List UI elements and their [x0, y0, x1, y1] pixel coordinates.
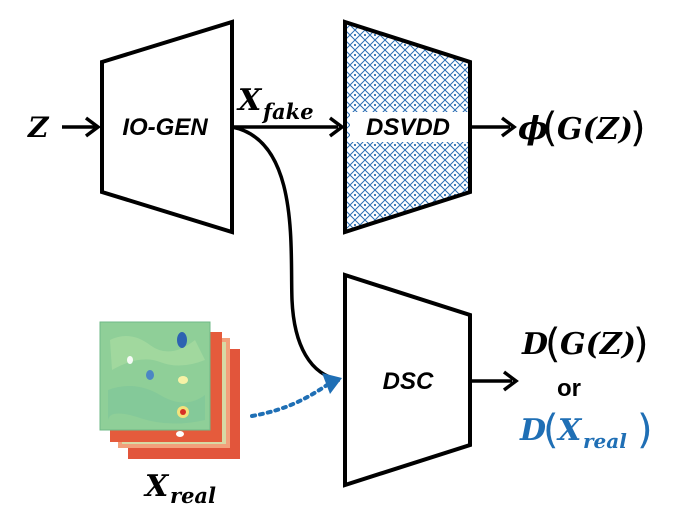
x-fake-label: X [236, 83, 263, 118]
phi-symbol: ϕ [518, 109, 548, 147]
d-real-close-paren: ) [637, 407, 653, 453]
x-real-label: X [143, 469, 170, 504]
d-of-g-prefix: D [521, 327, 548, 362]
x-fake-subscript: fake [261, 99, 314, 124]
d-of-g-open-paren: ( [545, 321, 561, 367]
d-real-x: X [556, 413, 583, 448]
real-to-dsc-dotted-arrow [250, 381, 332, 418]
z-input-label: Z [27, 111, 50, 144]
phi-close-paren: ) [630, 105, 646, 151]
phi-g-of-z: G(Z) [557, 112, 633, 147]
heatmap-stack-icon [99, 321, 240, 459]
phi-open-paren: ( [542, 105, 558, 151]
or-label: or [557, 375, 581, 402]
dsc-label: DSC [383, 368, 434, 395]
real-arrowhead [322, 373, 342, 394]
dsvdd-label-background [350, 112, 468, 142]
d-real-subscript: real [583, 429, 627, 453]
generator-to-dsc-curve [231, 125, 341, 382]
d-of-g-close-paren: ) [633, 321, 649, 367]
d-real-open-paren: ( [543, 407, 559, 453]
dsc-block [343, 272, 472, 488]
io-gen-label: IO-GEN [122, 114, 208, 141]
x-real-subscript: real [170, 483, 216, 508]
dsvdd-label: DSVDD [366, 114, 450, 141]
d-of-g-inner: G(Z) [560, 327, 636, 362]
d-real-prefix: D [519, 413, 546, 448]
io-gen-block [100, 19, 234, 235]
